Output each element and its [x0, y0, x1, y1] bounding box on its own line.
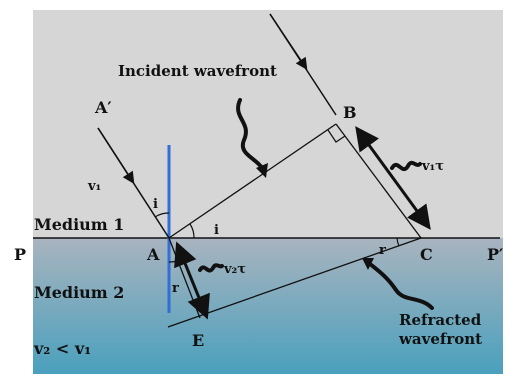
incident-ray-a-arrow: [97, 127, 135, 185]
point-p-prime-label: P′: [487, 245, 503, 264]
medium-2-region: [33, 238, 503, 374]
medium-1-region: [33, 10, 503, 238]
point-a-prime-label: A′: [94, 98, 112, 117]
refracted-label-line-2: wavefront: [398, 330, 482, 348]
point-c-label: C: [420, 245, 433, 264]
squiggle-v1-tau: [390, 160, 422, 172]
angle-r-wavefront-label: r: [379, 243, 386, 258]
medium-1-label: Medium 1: [34, 215, 124, 234]
v1-label: v₁: [87, 179, 101, 194]
squiggle-incident-arrowhead: [256, 163, 268, 178]
squiggle-v2-tau: [198, 263, 224, 273]
velocity-relation-label: v₂ < v₁: [33, 339, 91, 358]
medium-2-label: Medium 2: [34, 283, 124, 302]
v2-tau-label: v₂τ: [223, 262, 246, 277]
v1-tau-label: v₁τ: [421, 159, 444, 174]
angle-arc-i-wavefront: [189, 223, 195, 239]
angle-arc-i-incident: [154, 212, 170, 218]
incident-ray-b-arrow: [269, 13, 308, 70]
angle-i-incident-label: i: [153, 197, 158, 212]
angle-i-wavefront-label: i: [214, 223, 219, 238]
squiggle-refracted-wavefront: [368, 262, 434, 310]
squiggle-incident-wavefront: [236, 98, 264, 170]
angle-r-normal-label: r: [172, 281, 179, 296]
angle-arc-r-wavefront: [396, 237, 400, 247]
point-p-label: P: [14, 245, 26, 264]
squiggle-refracted-arrowhead: [362, 258, 374, 270]
refracted-label-line-1: Refracted: [399, 311, 482, 329]
angle-arc-r-normal: [168, 260, 178, 263]
refracted-wavefront-line: [167, 237, 422, 328]
incident-wavefront-line: [168, 123, 337, 239]
right-angle-marker-b: [327, 129, 346, 143]
v1-tau-arrow: [355, 126, 431, 230]
point-e-label: E: [192, 331, 204, 350]
v2-tau-arrow: [174, 241, 210, 320]
point-a-label: A: [146, 245, 160, 264]
incident-wavefront-label: Incident wavefront: [118, 62, 277, 80]
point-b-label: B: [343, 103, 357, 122]
